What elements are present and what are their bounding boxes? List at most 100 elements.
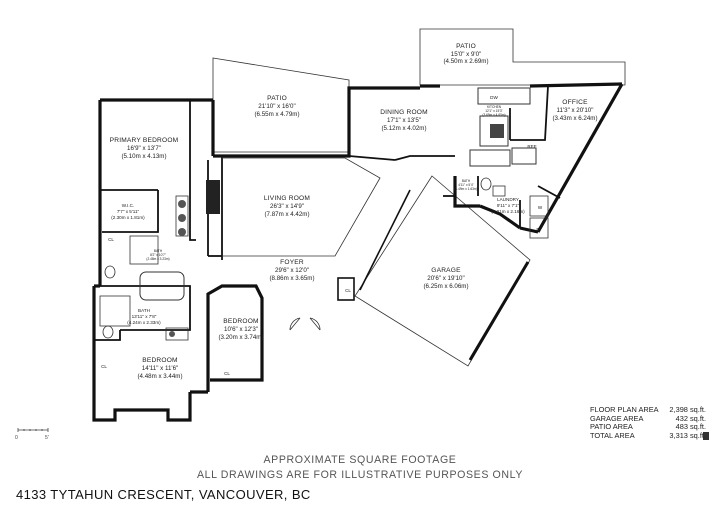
label-office: OFFICE 11'3" x 20'10" (3.43m x 6.24m): [552, 99, 597, 122]
closet-label-foyer: CL: [345, 288, 351, 293]
area-label: FLOOR PLAN AREA: [590, 405, 659, 414]
dryer-label: D: [536, 227, 540, 232]
room-dims: 4'11" x 5'4": [458, 183, 473, 187]
room-dims: 21'10" x 16'0": [258, 103, 295, 110]
ensuite-fixtures: [104, 195, 189, 301]
floor-plan: PATIO 15'0" x 9'0" (4.50m x 2.69m) PATIO…: [17, 28, 709, 440]
label-kitchen: KITCHEN 12'1" x 15'3" (3.69m x 4.65m): [482, 105, 505, 117]
area-row: PATIO AREA 483 sq.ft.: [590, 423, 706, 432]
area-label: PATIO AREA: [590, 422, 633, 432]
approx-footage-note: APPROXIMATE SQUARE FOOTAGE: [263, 454, 457, 466]
washer-label: W: [538, 205, 543, 210]
room-dims: 29'6" x 12'0": [275, 267, 309, 274]
room-metric: (3.01m x 2.16m): [491, 209, 525, 214]
closet-label-bed2: CL: [224, 371, 230, 376]
room-metric: (6.25m x 6.06m): [423, 283, 468, 290]
room-name: W.I.C.: [122, 203, 135, 208]
label-foyer: FOYER 29'6" x 12'0" (8.86m x 3.65m): [269, 259, 314, 282]
refrigerator-label: REF: [527, 144, 536, 149]
label-patio-top: PATIO 15'0" x 9'0" (4.50m x 2.69m): [443, 43, 488, 65]
room-metric: (4.48m x 3.44m): [137, 373, 182, 380]
room-dims: 9'11" x 7'1": [497, 203, 520, 208]
room-dims: 26'3" x 14'9": [270, 203, 304, 210]
closet-label-ensuite: CL: [108, 237, 114, 242]
room-name: DINING ROOM: [380, 109, 428, 116]
scale-label-end: 5': [45, 435, 49, 441]
room-metric: (6.55m x 4.79m): [254, 111, 299, 118]
room-name: LIVING ROOM: [264, 195, 310, 202]
main-bath-fixtures: [99, 295, 189, 341]
room-dims: 8'2" x 10'7": [150, 253, 166, 257]
room-name: OFFICE: [562, 99, 588, 106]
room-dims: 15'0" x 9'0": [451, 51, 482, 58]
area-label: GARAGE AREA: [590, 413, 644, 423]
room-name: LAUNDRY: [497, 197, 519, 202]
room-name: PRIMARY BEDROOM: [110, 137, 179, 144]
room-name: BATH: [154, 249, 163, 253]
label-patio-mid: PATIO 21'10" x 16'0" (6.55m x 4.79m): [254, 95, 299, 118]
room-dims: 11'3" x 20'10": [557, 107, 594, 114]
room-metric: (2.48m x 3.23m): [146, 257, 169, 261]
label-small-bath: BATH 4'11" x 5'4" (1.49m x 1.63m): [454, 179, 477, 191]
label-ensuite-bath: BATH 8'2" x 10'7" (2.48m x 3.23m): [146, 249, 169, 261]
range: [490, 124, 504, 138]
area-summary: FLOOR PLAN AREA 2,398 sq.ft. GARAGE AREA…: [590, 405, 706, 441]
room-metric: (5.12m x 4.02m): [381, 125, 426, 132]
scale-bar: [17, 428, 49, 432]
area-value: 483 sq.ft.: [675, 422, 706, 432]
room-name: FOYER: [280, 259, 304, 266]
dishwasher-label: DW: [490, 95, 498, 100]
room-dims: 16'9" x 13'7": [127, 145, 161, 152]
laundry-fixtures: [480, 177, 549, 239]
room-metric: (1.49m x 1.63m): [454, 187, 477, 191]
garage-wall-left: [359, 189, 411, 291]
label-primary-bedroom: PRIMARY BEDROOM 16'9" x 13'7" (5.10m x 4…: [110, 137, 179, 160]
area-value: 3,313 sq.ft.: [669, 430, 706, 440]
entry-doors: [289, 317, 321, 331]
fireplace: [206, 180, 220, 214]
room-metric: (3.69m x 4.65m): [482, 113, 505, 117]
room-name: PATIO: [267, 95, 287, 102]
label-living: LIVING ROOM 26'3" x 14'9" (7.87m x 4.42m…: [264, 195, 310, 218]
room-metric: (4.24m x 2.33m): [127, 320, 161, 325]
scale-label-start: 0: [15, 435, 18, 441]
label-wic: W.I.C. 7'7" x 5'11" (2.30m x 1.81m): [111, 203, 145, 220]
room-dims: 20'6" x 19'10": [427, 275, 464, 282]
illustrative-disclaimer: ALL DRAWINGS ARE FOR ILLUSTRATIVE PURPOS…: [196, 469, 524, 481]
area-row: TOTAL AREA 3,313 sq.ft.: [590, 430, 706, 441]
room-dims: 17'1" x 13'5": [387, 117, 421, 124]
room-dims: 13'11" x 7'8": [132, 314, 157, 319]
room-name: BATH: [138, 308, 150, 313]
area-value: 2,398 sq.ft.: [669, 405, 706, 414]
room-metric: (5.10m x 4.13m): [121, 153, 166, 160]
area-row: GARAGE AREA 432 sq.ft.: [590, 413, 706, 424]
foyer-closet: [337, 277, 355, 301]
room-name: PATIO: [456, 43, 476, 50]
room-metric: (7.87m x 4.42m): [264, 211, 309, 218]
label-dining: DINING ROOM 17'1" x 13'5" (5.12m x 4.02m…: [380, 109, 428, 132]
area-value: 432 sq.ft.: [675, 413, 706, 423]
room-name: BEDROOM: [142, 357, 177, 364]
room-name: KITCHEN: [487, 105, 502, 109]
room-metric: (2.30m x 1.81m): [111, 215, 145, 220]
kitchen-counters: [469, 87, 537, 167]
room-metric: (3.20m x 3.74m): [218, 334, 263, 341]
label-bedroom-2: BEDROOM 10'6" x 12'3" (3.20m x 3.74m): [218, 318, 263, 341]
label-laundry: LAUNDRY 9'11" x 7'1" (3.01m x 2.16m): [491, 197, 525, 214]
garage-door: [468, 261, 530, 361]
room-metric: (4.50m x 2.69m): [443, 58, 488, 65]
label-main-bath: BATH 13'11" x 7'8" (4.24m x 2.33m): [127, 308, 161, 325]
room-dims: 12'1" x 15'3": [485, 109, 502, 113]
exterior-walls: [92, 82, 624, 422]
room-metric: (3.43m x 6.24m): [552, 115, 597, 122]
room-name: GARAGE: [431, 267, 461, 274]
area-label: TOTAL AREA: [590, 430, 635, 440]
living-room-outline: [222, 157, 381, 257]
north-arrow: [703, 432, 709, 440]
room-dims: 7'7" x 5'11": [117, 209, 140, 214]
label-bedroom-3: BEDROOM 14'11" x 11'6" (4.48m x 3.44m): [137, 357, 182, 380]
area-row: FLOOR PLAN AREA 2,398 sq.ft.: [590, 405, 706, 415]
property-address: 4133 TYTAHUN CRESCENT, VANCOUVER, BC: [16, 487, 311, 502]
garage-outline: [354, 175, 531, 367]
room-dims: 10'6" x 12'3": [224, 326, 258, 333]
